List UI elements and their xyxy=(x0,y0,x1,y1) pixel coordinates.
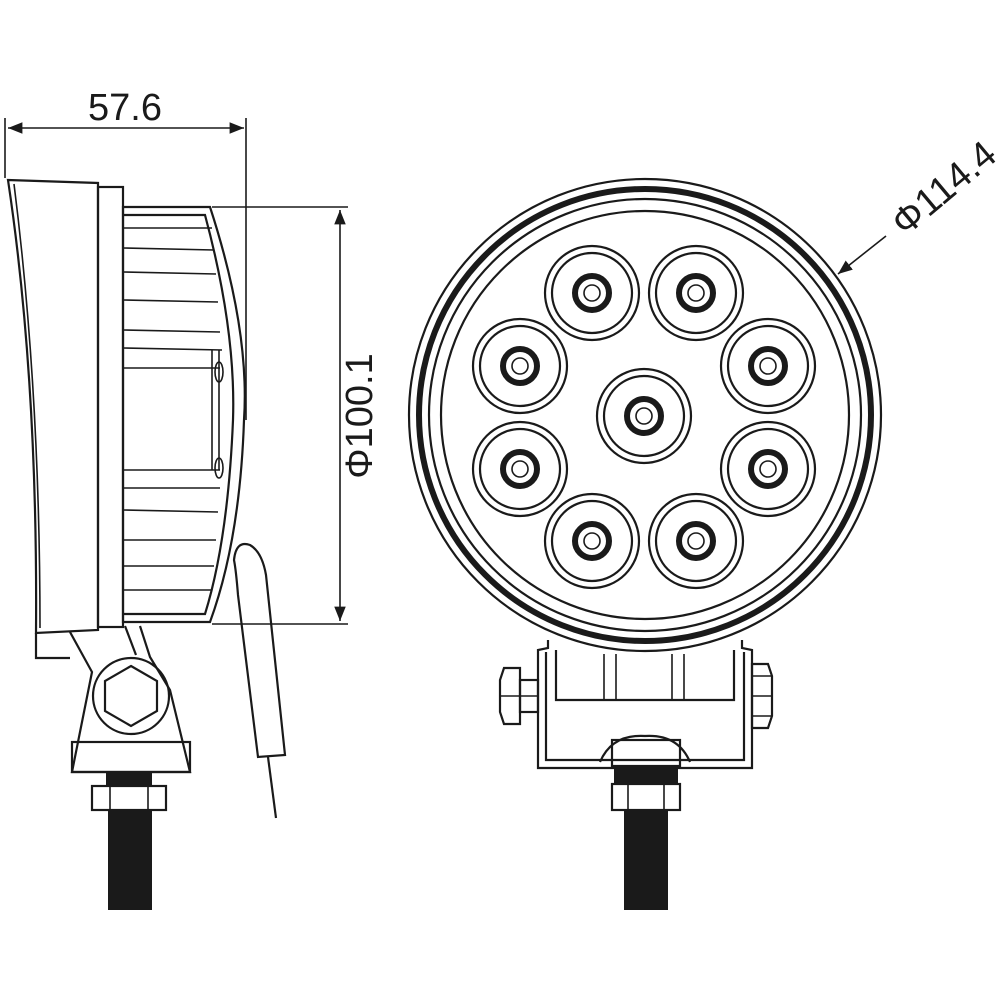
side-cable xyxy=(232,542,287,759)
depth-dimension: 57.6 xyxy=(4,87,247,420)
led xyxy=(647,244,745,342)
side-bolt xyxy=(90,772,168,910)
led xyxy=(719,420,817,518)
led xyxy=(471,317,569,415)
side-bracket xyxy=(34,625,192,774)
led xyxy=(543,492,641,590)
front-side-nuts xyxy=(498,662,774,730)
led xyxy=(719,317,817,415)
depth-dimension-label: 57.6 xyxy=(88,87,162,129)
front-bolt xyxy=(610,738,682,910)
side-plate xyxy=(96,185,125,629)
led xyxy=(543,244,641,342)
lens-diameter-label: Φ114.4 xyxy=(884,133,1000,244)
led xyxy=(471,420,569,518)
body-diameter-dimension: Φ100.1 xyxy=(212,206,381,625)
front-bracket xyxy=(536,640,754,770)
led xyxy=(595,367,693,465)
front-view: Φ114.4 xyxy=(407,133,1000,910)
side-heatsink xyxy=(121,205,246,624)
led xyxy=(647,492,745,590)
side-view: 57.6 Φ100.1 xyxy=(4,87,381,910)
lens-outer-ring xyxy=(407,177,883,653)
lens-diameter-dimension: Φ114.4 xyxy=(837,133,1000,275)
side-bezel xyxy=(6,178,100,635)
body-diameter-label: Φ100.1 xyxy=(339,353,381,478)
side-fins xyxy=(122,227,224,591)
led-array xyxy=(471,244,817,590)
